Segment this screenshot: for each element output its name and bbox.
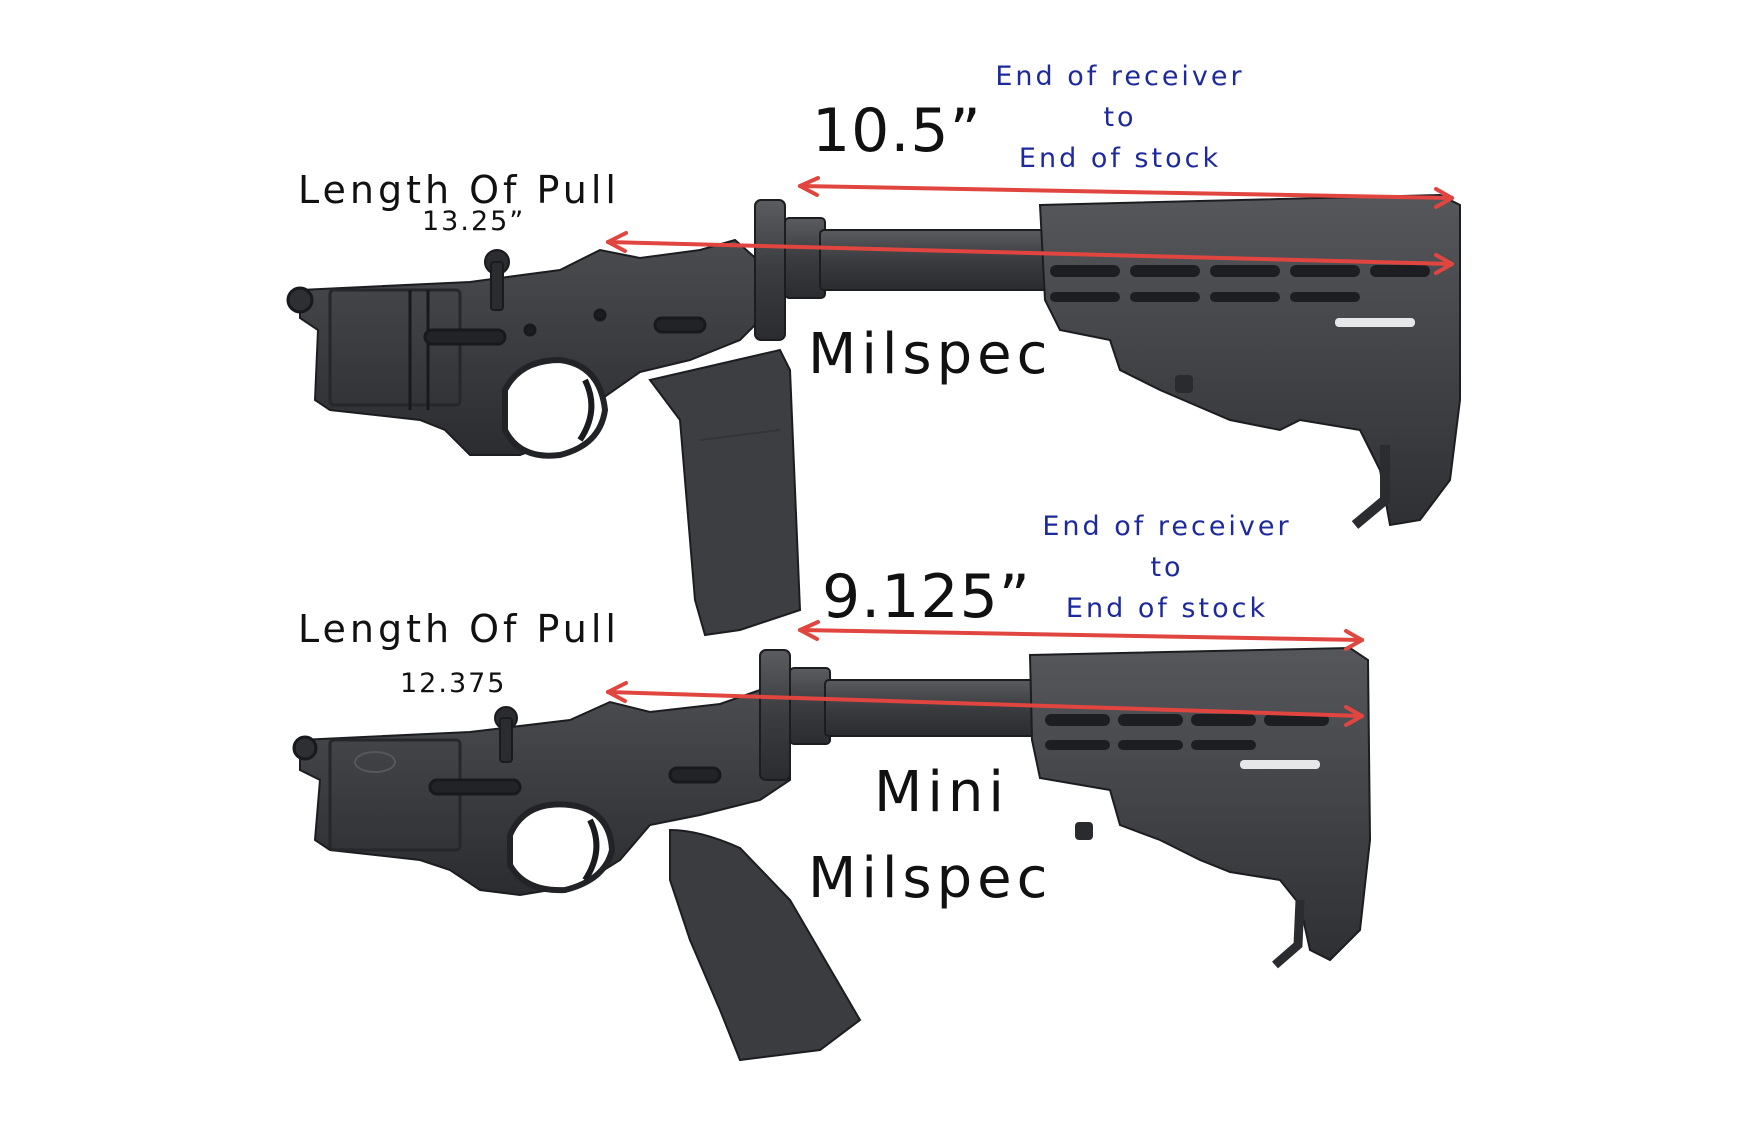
- mini-milspec-receiver-to-stock-note: End of receiver to End of stock: [987, 506, 1347, 629]
- mini-milspec-length-of-pull-label: Length Of Pull: [298, 607, 620, 651]
- mini-milspec-buffer-tube: [759, 649, 1056, 781]
- mini-milspec-pistol-grip: [669, 828, 862, 1062]
- milspec-stock-slots: [1050, 265, 1430, 393]
- milspec-safety-selector: [484, 249, 510, 311]
- milspec-model-label: Milspec: [808, 322, 1053, 387]
- mini-milspec-stock: [1028, 646, 1372, 962]
- mini-milspec-model-label-line-2: Milspec: [808, 846, 1053, 911]
- milspec-stock-length-arrow: [798, 176, 1454, 209]
- note-line-2: to: [1103, 102, 1137, 133]
- milspec-stock: [1038, 193, 1461, 527]
- mini-milspec-model-label-line-1: Mini: [874, 760, 1009, 825]
- note-line-3: End of stock: [1018, 143, 1222, 174]
- mini-milspec-length-of-pull-arrow: [606, 681, 1364, 727]
- note-line-2: to: [1150, 552, 1184, 583]
- milspec-receiver-to-stock-note: End of receiver to End of stock: [940, 56, 1300, 179]
- milspec-lower-receiver: [299, 238, 761, 456]
- note-line-1: End of receiver: [995, 61, 1245, 92]
- milspec-length-of-pull-arrow: [606, 231, 1454, 275]
- mini-milspec-length-of-pull-value: 12.375: [400, 668, 507, 699]
- mini-milspec-sling-loop: [1272, 899, 1305, 969]
- mini-milspec-stock-slots: [1045, 714, 1329, 840]
- milspec-sling-loop: [1351, 445, 1390, 529]
- note-line-1: End of receiver: [1042, 511, 1292, 542]
- mini-milspec-safety-selector: [494, 706, 518, 763]
- milspec-length-of-pull-label: Length Of Pull: [298, 168, 620, 212]
- milspec-length-of-pull-value: 13.25”: [422, 206, 526, 237]
- note-line-3: End of stock: [1065, 593, 1269, 624]
- mini-milspec-stock-length-label: 9.125”: [822, 562, 1031, 632]
- mini-milspec-receiver-details: [292, 735, 722, 894]
- milspec-receiver-details: [286, 286, 707, 459]
- mini-milspec-stock-length-arrow: [798, 620, 1364, 651]
- milspec-buffer-tube: [754, 199, 1081, 341]
- milspec-pistol-grip: [648, 348, 802, 637]
- milspec-stock-length-label: 10.5”: [812, 96, 982, 166]
